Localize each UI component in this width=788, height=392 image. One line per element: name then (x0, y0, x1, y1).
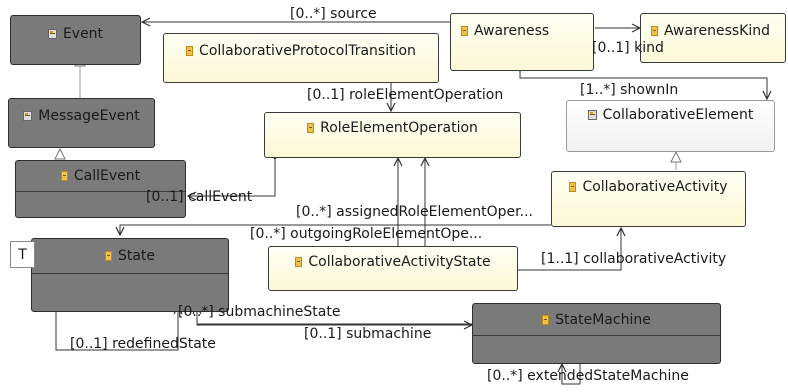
class-name: State (117, 248, 156, 264)
label-shownin: [1..*] shownIn (580, 82, 679, 98)
class-icon (307, 123, 315, 133)
class-event[interactable]: Event (10, 15, 141, 65)
class-messageevent[interactable]: MessageEvent (8, 98, 155, 148)
class-statemachine[interactable]: StateMachine (472, 303, 721, 364)
class-name: CollaborativeElement (602, 107, 754, 123)
class-collaborativeactivitystate[interactable]: CollaborativeActivityState (268, 246, 518, 291)
class-callevent[interactable]: CallEvent (15, 160, 186, 218)
class-name: Awareness (474, 23, 550, 39)
edge-state-outgoing (120, 224, 551, 235)
interface-icon (587, 110, 597, 120)
class-icon (295, 257, 303, 267)
class-name: Event (62, 26, 104, 42)
class-roleelementoperation[interactable]: RoleElementOperation (264, 112, 521, 158)
class-name: CollaborativeProtocolTransition (199, 43, 416, 59)
class-name: MessageEvent (38, 108, 140, 124)
edge-extendedstatemachine (562, 364, 581, 385)
class-name: CallEvent (73, 168, 141, 184)
class-awareness[interactable]: Awareness (450, 13, 594, 71)
label-redefinedstate: [0..1] redefinedState (70, 336, 216, 352)
class-collaborativeprotocoltransition[interactable]: CollaborativeProtocolTransition (163, 33, 439, 83)
class-name: RoleElementOperation (320, 120, 478, 136)
class-icon (60, 171, 68, 181)
label-collaborativeactivity: [1..1] collaborativeActivity (541, 251, 727, 267)
class-name: AwarenessKind (664, 23, 771, 39)
signal-icon (47, 29, 57, 39)
class-name: CollaborativeActivityState (308, 254, 491, 270)
signal-icon (23, 111, 33, 121)
class-icon (651, 26, 658, 36)
class-icon (542, 314, 550, 325)
edge-redefinedstate (55, 306, 178, 351)
label-roleelementoperation: [0..1] roleElementOperation (307, 87, 504, 103)
label-source: [0..*] source (290, 6, 377, 22)
edge-shownin (519, 71, 767, 99)
class-state[interactable]: State (31, 238, 229, 312)
class-name: StateMachine (555, 311, 651, 328)
class-icon (104, 251, 112, 261)
label-extendedstatemachine: [0..*] extendedStateMachine (487, 368, 689, 384)
label-kind: [0..1] kind (592, 40, 664, 56)
edge-callevent (188, 160, 275, 196)
template-badge: T (10, 241, 35, 268)
class-icon (569, 182, 577, 192)
label-assigned: [0..*] assignedRoleElementOper... (296, 204, 533, 220)
class-icon (461, 26, 468, 36)
class-icon (186, 46, 194, 56)
label-callevent: [0..1] callEvent (146, 189, 253, 205)
label-outgoing: [0..*] outgoingRoleElementOpe... (250, 226, 483, 242)
class-collaborativeactivity[interactable]: CollaborativeActivity (551, 171, 746, 227)
class-name: CollaborativeActivity (582, 179, 728, 195)
label-submachinestate: [0..*] submachineState (178, 304, 341, 320)
edge-submachine (196, 306, 472, 325)
label-submachine: [0..1] submachine (304, 326, 432, 342)
class-awarenesskind[interactable]: AwarenessKind (640, 13, 786, 63)
class-collaborativeelement[interactable]: CollaborativeElement (566, 100, 775, 152)
edge-collaborativeactivity (518, 228, 621, 271)
